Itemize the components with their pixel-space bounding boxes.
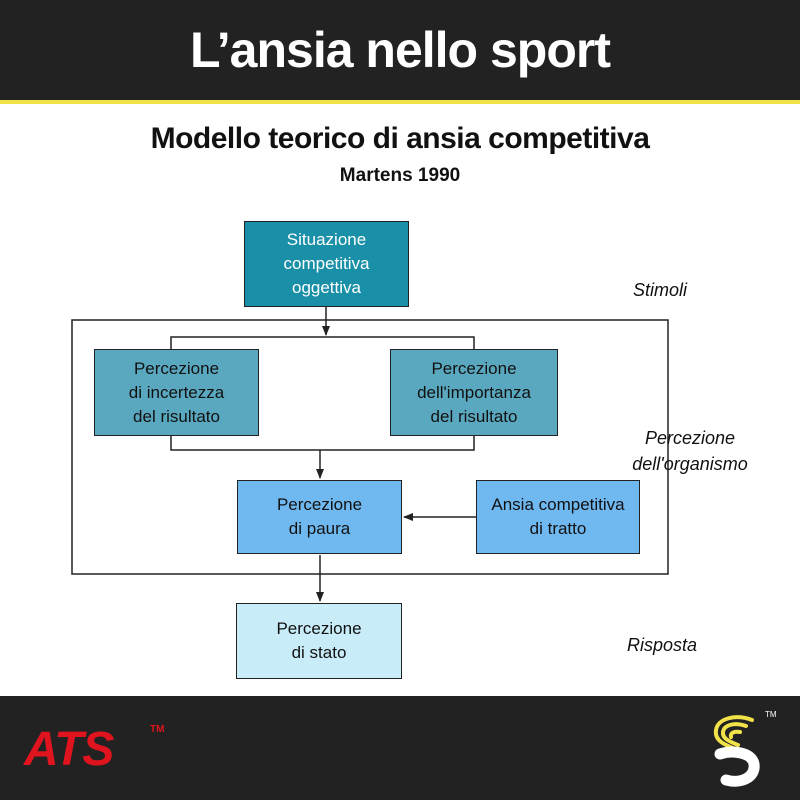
- node-ansia-tratto: Ansia competitiva di tratto: [476, 480, 640, 554]
- node-percezione-importanza: Percezione dell'importanza del risultato: [390, 349, 558, 436]
- label-percezione-organismo: Percezione dell'organismo: [632, 428, 748, 474]
- footer-bar: ATS TM TM: [0, 696, 800, 800]
- label-stimoli: Stimoli: [632, 280, 687, 300]
- ats-logo: ATS: [24, 723, 114, 776]
- node-percezione-stato: Percezione di stato: [236, 603, 402, 679]
- node-situazione-competitiva: Situazione competitiva oggettiva: [244, 221, 409, 307]
- join-bracket: [170, 436, 475, 451]
- header-bar: L’ansia nello sport: [0, 0, 800, 104]
- node-percezione-incertezza: Percezione di incertezza del risultato: [94, 349, 259, 436]
- diagram-title: Modello teorico di ansia competitiva: [150, 122, 650, 155]
- label-risposta: Risposta: [626, 635, 698, 655]
- s-logo-trademark: TM: [765, 710, 777, 719]
- split-bracket: [170, 336, 475, 349]
- ats-trademark: TM: [150, 724, 165, 735]
- node-percezione-paura: Percezione di paura: [237, 480, 402, 554]
- organism-frame: [71, 319, 669, 575]
- brand-s-icon: [713, 715, 760, 787]
- diagram-subtitle: Martens 1990: [339, 165, 461, 186]
- page-title: L’ansia nello sport: [190, 22, 611, 78]
